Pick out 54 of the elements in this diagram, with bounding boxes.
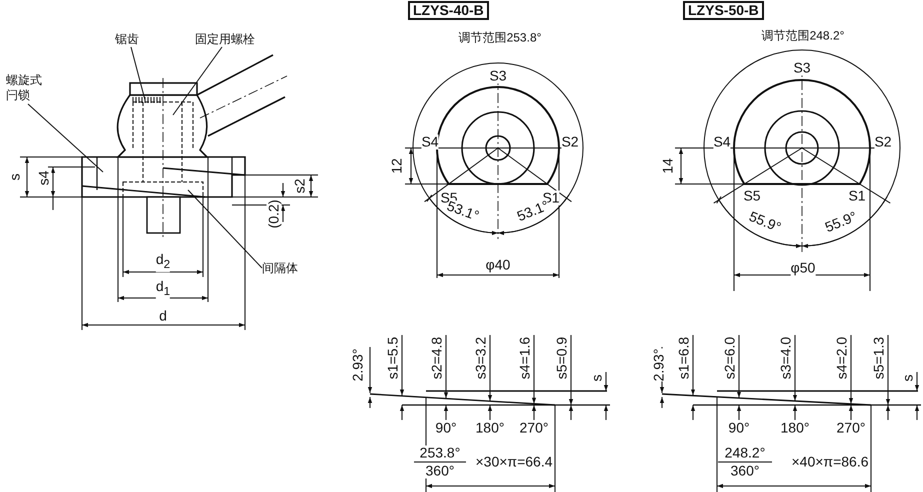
position-label: S4 [713,134,731,150]
formula-text: ×40×π=86.6 [792,454,868,470]
dimension-label: s1=5.5 [386,336,400,380]
dimension-label: s1=6.8 [676,336,692,380]
dimension-label: s2=4.8 [430,336,444,380]
position-label: S3 [489,68,507,84]
range-note: 调节范围253.8° [458,30,542,46]
angle-label: 2.93° [350,348,366,382]
angle-label: 2.93° [652,348,666,382]
position-label: S2 [561,134,579,150]
leader-line [188,190,262,268]
dimension-label: s5=0.9 [554,336,570,380]
position-label: S3 [793,60,811,76]
dimension-label: φ40 [486,258,510,272]
part-label: 锯齿 [115,32,139,47]
part-label: 间隔体 [262,261,298,276]
dimension-label: 14 [660,158,676,174]
angle-label: 90° [728,420,750,436]
dimension-label: s2 [292,178,308,194]
dimension-label: s4=2.0 [834,336,850,380]
dimension-label: (0.2) [266,200,282,228]
dimension-label: s5=1.3 [872,336,886,380]
angle-label: 270° [520,420,548,436]
formula-text: 248.2° [724,446,766,460]
position-label: S1 [848,188,866,204]
formula-text: ×30×π=66.4 [476,454,552,470]
formula-text: 360° [730,464,760,478]
dimension-label: s2=6.0 [722,336,738,380]
angle-label: 180° [780,420,810,436]
dimension-label: s4=1.6 [518,336,532,380]
position-label: S5 [743,188,761,204]
part-label: 螺旋式闩锁 [6,73,46,103]
leader-line [28,104,104,172]
dimension-label: d$_{1}$ [156,279,170,299]
position-label: S4 [421,134,439,150]
dimension-label: d$_{2}$ [156,252,170,272]
part-label: 固定用螺栓 [195,32,255,47]
leader-line [130,46,146,100]
range-note: 调节范围248.2° [762,28,844,44]
angle-label: 90° [435,420,457,436]
dimension-label: s3=3.2 [474,336,488,380]
formula-text: 360° [426,464,454,478]
model-tag: LZYS-40-B [408,1,489,20]
formula-text: 253.8° [420,446,460,460]
dimension-label: s4 [36,170,52,186]
dimension-label: s3=4.0 [778,336,794,380]
dimension-label: d [159,308,167,324]
dimension-label: φ50 [790,260,816,276]
dimension-label: 12 [390,158,404,174]
angle-label: 270° [836,420,866,436]
leader-line [172,46,222,116]
position-label: S2 [874,134,892,150]
model-tag: LZYS-50-B [683,1,764,20]
angle-label: 180° [476,420,504,436]
